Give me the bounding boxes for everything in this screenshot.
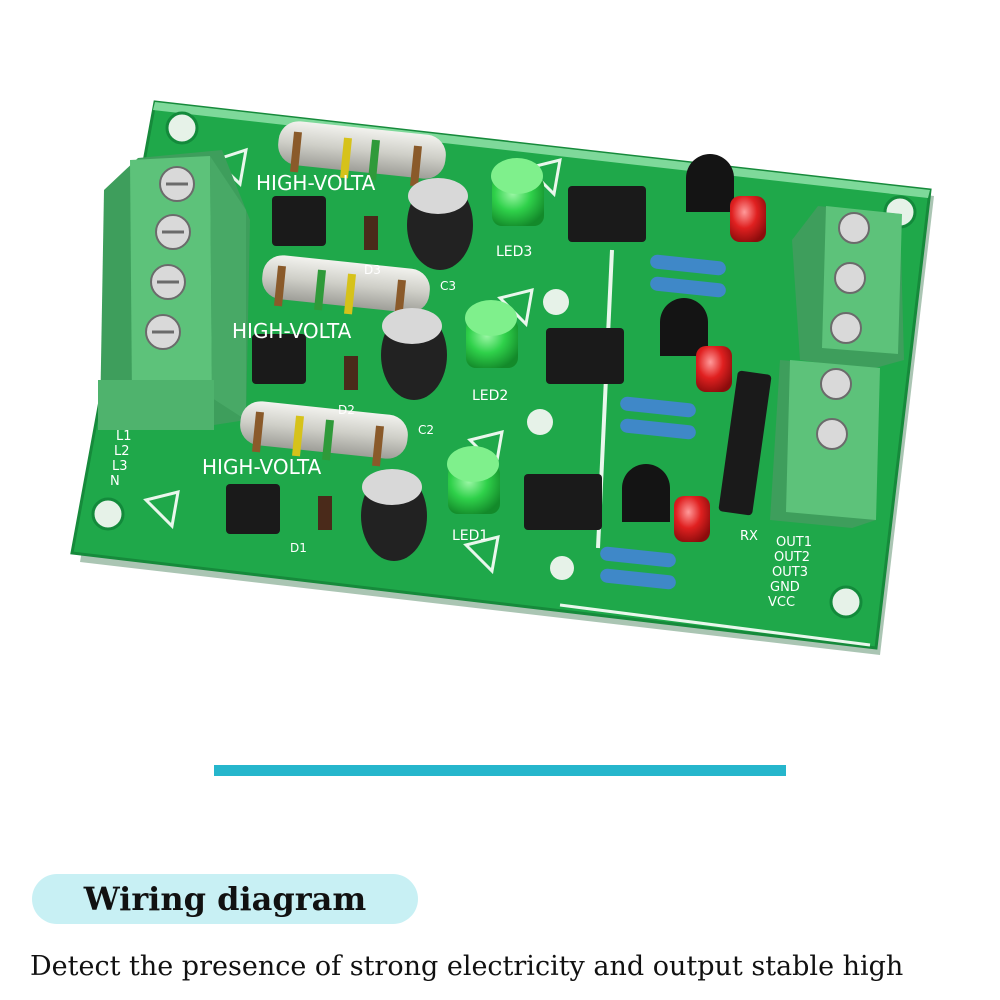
silk-out1: OUT1 xyxy=(776,535,812,550)
silk-c3: C3 xyxy=(440,279,456,293)
silk-hv-2: HIGH-VOLTA xyxy=(232,319,352,343)
red-leds xyxy=(674,196,766,542)
silk-c2: C2 xyxy=(418,423,434,437)
silk-d3: D3 xyxy=(364,263,381,277)
silk-hv-3: HIGH-VOLTA xyxy=(202,455,322,479)
silk-vcc: VCC xyxy=(768,595,795,610)
hv-resistors xyxy=(240,121,446,467)
wiring-diagram-badge: Wiring diagram xyxy=(32,874,418,924)
silk-d2: D2 xyxy=(338,403,355,417)
silk-led1: LED1 xyxy=(452,528,488,544)
input-terminal-block xyxy=(98,150,250,430)
green-leds xyxy=(447,158,544,514)
section-divider xyxy=(214,765,786,776)
silk-gnd: GND xyxy=(770,580,800,595)
silk-out2: OUT2 xyxy=(774,550,810,565)
silk-led2: LED2 xyxy=(472,388,508,404)
silk-hv-1: HIGH-VOLTA xyxy=(256,171,376,195)
output-terminal-block xyxy=(770,206,904,528)
silk-n: N xyxy=(110,474,120,489)
pcb-product-photo: HIGH-VOLTA HIGH-VOLTA HIGH-VOLTA LED3 LE… xyxy=(70,100,934,655)
silk-l1: L1 xyxy=(116,429,132,444)
silk-d1: D1 xyxy=(290,541,307,555)
silk-led3: LED3 xyxy=(496,244,532,260)
silk-rx: RX xyxy=(740,529,758,544)
capacitors xyxy=(361,178,473,561)
silk-l3: L3 xyxy=(112,459,128,474)
badge-label: Wiring diagram xyxy=(83,880,367,918)
silk-l2: L2 xyxy=(114,444,130,459)
description-text: Detect the presence of strong electricit… xyxy=(30,951,904,982)
silk-out3: OUT3 xyxy=(772,565,808,580)
